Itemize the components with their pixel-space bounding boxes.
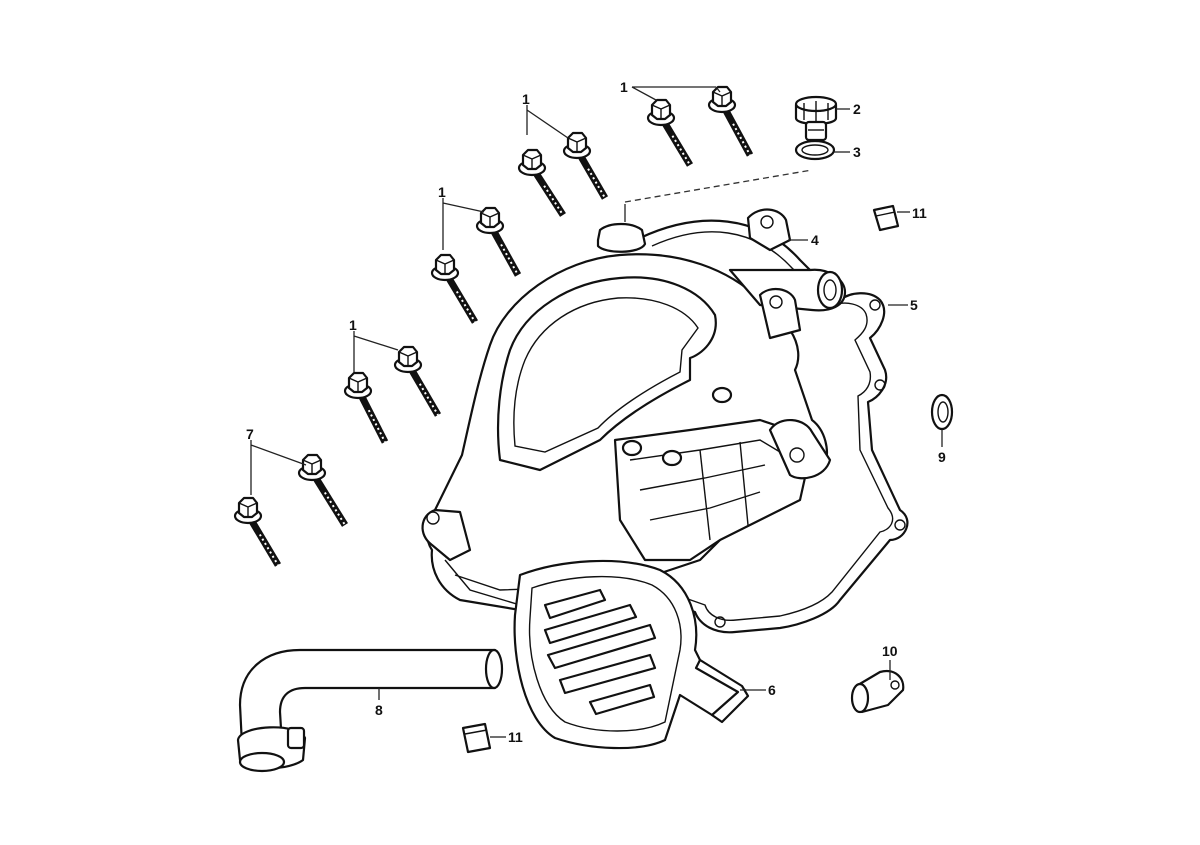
o-ring-part <box>794 139 836 161</box>
oil-seal-part <box>930 393 954 431</box>
flange-bolt <box>707 85 754 157</box>
callout-1-fourth: 1 <box>349 317 357 333</box>
callout-2: 2 <box>853 101 861 117</box>
flange-bolt <box>517 148 566 217</box>
flange-bolt <box>343 371 389 444</box>
assembly-dashed-line <box>624 169 813 203</box>
bolt-group <box>233 85 754 567</box>
callout-7: 7 <box>246 426 254 442</box>
oil-plug-part <box>794 95 838 142</box>
callout-labels: 1 1 1 1 2 3 4 5 6 7 8 9 10 11 11 <box>246 79 946 745</box>
flange-bolt <box>646 98 694 167</box>
flange-bolt <box>475 206 522 277</box>
callout-11-upper: 11 <box>912 205 927 221</box>
flange-bolt <box>430 253 479 324</box>
dowel-pin-part-lower <box>461 722 492 754</box>
flange-bolt <box>562 131 609 200</box>
callout-1-top: 1 <box>620 79 628 95</box>
flange-bolt <box>393 345 442 417</box>
flange-bolt <box>233 496 282 567</box>
leader-lines <box>250 86 943 738</box>
callout-1-second: 1 <box>522 91 530 107</box>
breather-hose-part <box>236 648 504 773</box>
callout-8: 8 <box>375 702 383 718</box>
dowel-pin-part-upper <box>872 204 900 232</box>
callout-11-lower: 11 <box>508 729 523 745</box>
callout-1-third: 1 <box>438 184 446 200</box>
callout-9: 9 <box>938 449 946 465</box>
callout-6: 6 <box>768 682 776 698</box>
sprocket-guard-part <box>513 559 750 750</box>
callout-10: 10 <box>882 643 898 659</box>
flange-bolt <box>297 453 348 527</box>
callout-5: 5 <box>910 297 918 313</box>
guard-slots <box>543 588 657 716</box>
callout-4: 4 <box>811 232 819 248</box>
gasket-part <box>638 219 909 634</box>
crankcase-cover-part <box>421 208 847 612</box>
hose-clip-part <box>850 670 905 714</box>
callout-3: 3 <box>853 144 861 160</box>
